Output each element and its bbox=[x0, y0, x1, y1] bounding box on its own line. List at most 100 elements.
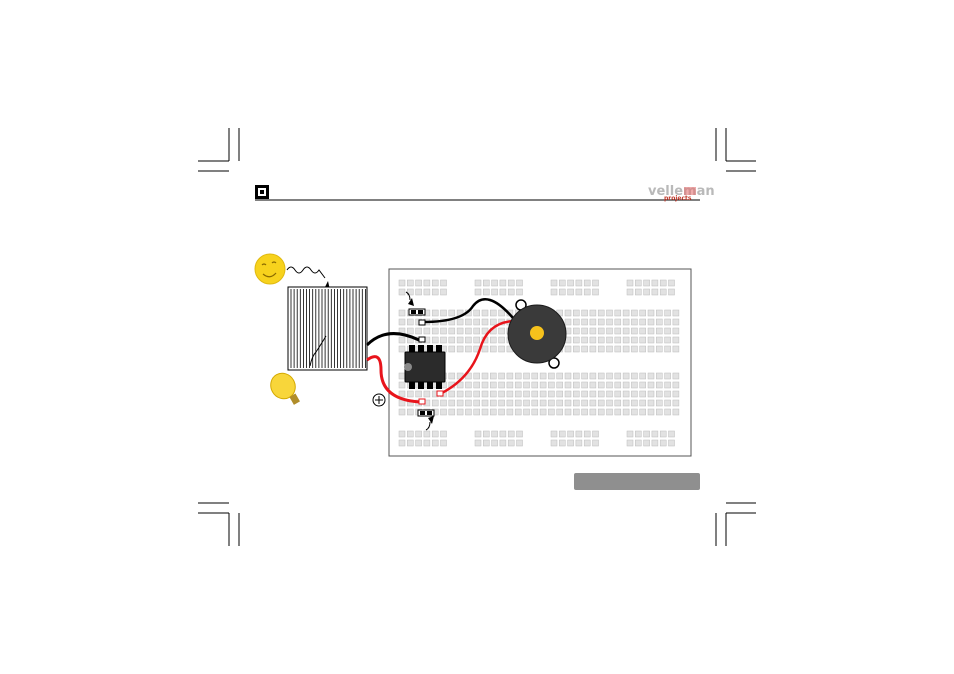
breadboard-hole bbox=[615, 382, 621, 388]
breadboard-hole bbox=[640, 409, 646, 415]
breadboard-hole bbox=[669, 289, 675, 295]
breadboard-hole bbox=[441, 289, 447, 295]
breadboard-hole bbox=[623, 382, 629, 388]
breadboard-hole bbox=[441, 400, 447, 406]
breadboard-hole bbox=[565, 382, 571, 388]
breadboard-hole bbox=[490, 409, 496, 415]
breadboard-hole bbox=[673, 373, 679, 379]
breadboard-hole bbox=[665, 337, 671, 343]
breadboard-hole bbox=[499, 337, 505, 343]
breadboard-hole bbox=[582, 409, 588, 415]
breadboard-hole bbox=[648, 400, 654, 406]
breadboard-hole bbox=[623, 391, 629, 397]
breadboard-hole bbox=[532, 391, 538, 397]
breadboard-hole bbox=[652, 440, 658, 446]
breadboard-hole bbox=[483, 280, 489, 286]
breadboard-hole bbox=[474, 409, 480, 415]
breadboard-hole bbox=[565, 409, 571, 415]
breadboard-hole bbox=[582, 400, 588, 406]
breadboard-hole bbox=[584, 440, 590, 446]
breadboard-hole bbox=[576, 440, 582, 446]
breadboard-hole bbox=[673, 319, 679, 325]
breadboard-hole bbox=[432, 440, 438, 446]
breadboard-hole bbox=[524, 382, 530, 388]
breadboard-hole bbox=[465, 409, 471, 415]
breadboard-hole bbox=[644, 289, 650, 295]
breadboard-hole bbox=[582, 310, 588, 316]
breadboard-hole bbox=[576, 431, 582, 437]
breadboard-hole bbox=[631, 337, 637, 343]
breadboard-hole bbox=[559, 289, 565, 295]
breadboard-hole bbox=[607, 409, 613, 415]
breadboard-hole bbox=[607, 391, 613, 397]
breadboard-hole bbox=[568, 280, 574, 286]
breadboard-hole bbox=[499, 328, 505, 334]
breadboard-hole bbox=[490, 373, 496, 379]
breadboard-hole bbox=[490, 319, 496, 325]
breadboard-hole bbox=[424, 328, 430, 334]
breadboard-hole bbox=[557, 391, 563, 397]
breadboard-hole bbox=[492, 289, 498, 295]
breadboard-hole bbox=[424, 280, 430, 286]
breadboard-hole bbox=[584, 431, 590, 437]
breadboard-hole bbox=[590, 409, 596, 415]
breadboard-hole bbox=[573, 373, 579, 379]
breadboard-hole bbox=[474, 382, 480, 388]
breadboard-hole bbox=[598, 346, 604, 352]
breadboard-hole bbox=[648, 310, 654, 316]
breadboard-hole bbox=[432, 328, 438, 334]
breadboard-hole bbox=[593, 289, 599, 295]
breadboard-hole bbox=[465, 400, 471, 406]
breadboard-hole bbox=[656, 319, 662, 325]
breadboard-hole bbox=[615, 319, 621, 325]
breadboard-hole bbox=[656, 310, 662, 316]
breadboard-hole bbox=[669, 431, 675, 437]
breadboard-hole bbox=[573, 346, 579, 352]
breadboard-hole bbox=[665, 373, 671, 379]
breadboard-hole bbox=[432, 280, 438, 286]
breadboard-hole bbox=[665, 319, 671, 325]
breadboard-hole bbox=[399, 346, 405, 352]
breadboard-hole bbox=[490, 337, 496, 343]
breadboard-hole bbox=[598, 409, 604, 415]
breadboard-hole bbox=[648, 391, 654, 397]
breadboard-hole bbox=[465, 328, 471, 334]
breadboard-hole bbox=[665, 409, 671, 415]
breadboard-hole bbox=[432, 400, 438, 406]
breadboard-hole bbox=[407, 431, 413, 437]
breadboard-hole bbox=[490, 391, 496, 397]
breadboard-hole bbox=[441, 328, 447, 334]
breadboard-hole bbox=[665, 382, 671, 388]
breadboard-hole bbox=[482, 382, 488, 388]
breadboard-hole bbox=[474, 391, 480, 397]
breadboard-hole bbox=[652, 280, 658, 286]
breadboard-hole bbox=[584, 289, 590, 295]
breadboard-hole bbox=[623, 409, 629, 415]
breadboard-hole bbox=[559, 280, 565, 286]
breadboard-hole bbox=[465, 337, 471, 343]
breadboard-hole bbox=[559, 440, 565, 446]
breadboard-hole bbox=[665, 328, 671, 334]
breadboard-hole bbox=[665, 310, 671, 316]
breadboard-hole bbox=[399, 409, 405, 415]
breadboard-hole bbox=[441, 431, 447, 437]
breadboard-hole bbox=[474, 328, 480, 334]
breadboard-hole bbox=[598, 373, 604, 379]
breadboard-hole bbox=[432, 431, 438, 437]
breadboard-hole bbox=[515, 382, 521, 388]
breadboard-hole bbox=[500, 440, 506, 446]
breadboard-hole bbox=[565, 346, 571, 352]
breadboard-hole bbox=[507, 391, 513, 397]
breadboard-hole bbox=[590, 337, 596, 343]
breadboard-hole bbox=[416, 328, 422, 334]
breadboard-hole bbox=[582, 373, 588, 379]
breadboard-hole bbox=[449, 400, 455, 406]
breadboard-hole bbox=[660, 289, 666, 295]
breadboard-hole bbox=[573, 391, 579, 397]
breadboard-hole bbox=[644, 440, 650, 446]
breadboard-hole bbox=[598, 400, 604, 406]
breadboard-hole bbox=[673, 382, 679, 388]
breadboard-hole bbox=[490, 382, 496, 388]
footer-bar bbox=[574, 473, 700, 490]
breadboard-hole bbox=[640, 346, 646, 352]
